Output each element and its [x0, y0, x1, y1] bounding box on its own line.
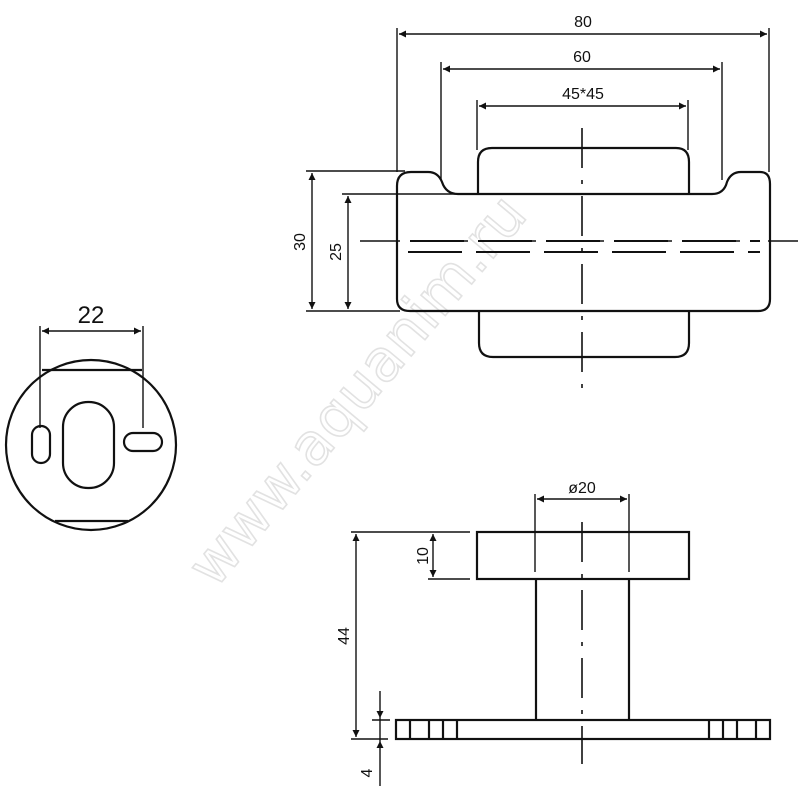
oval-center-hole: [61, 400, 116, 490]
dim-post-diameter: ø20: [568, 480, 596, 497]
slot-vertical: [30, 424, 52, 465]
dim-overall-width: 80: [574, 14, 592, 31]
dim-overall-height: 30: [292, 233, 309, 251]
top-view: 80 60 45*45 30 25: [292, 14, 798, 392]
base-outline: [394, 718, 772, 741]
holder-body-outline: [395, 170, 772, 313]
plate-circle: [4, 358, 178, 532]
plate-top-outline: [476, 146, 691, 194]
base-hatch-left: [408, 720, 459, 739]
dim-slot-spacing: 22: [78, 302, 105, 329]
dim-cap-thickness: 10: [415, 547, 432, 565]
base-hatch-right: [707, 720, 758, 739]
side-view: ø20 10 44 4: [336, 480, 772, 786]
cap-outline: [475, 530, 691, 581]
dim-base-thickness: 4: [359, 768, 376, 777]
plate-bottom-outline: [477, 311, 691, 359]
dim-plate-size: 45*45: [562, 86, 604, 103]
slot-horizontal: [122, 431, 164, 453]
dim-inner-width: 60: [573, 49, 591, 66]
dim-inner-height: 25: [328, 243, 345, 261]
back-plate-view: 22: [4, 302, 178, 532]
dim-total-depth: 44: [336, 627, 353, 645]
